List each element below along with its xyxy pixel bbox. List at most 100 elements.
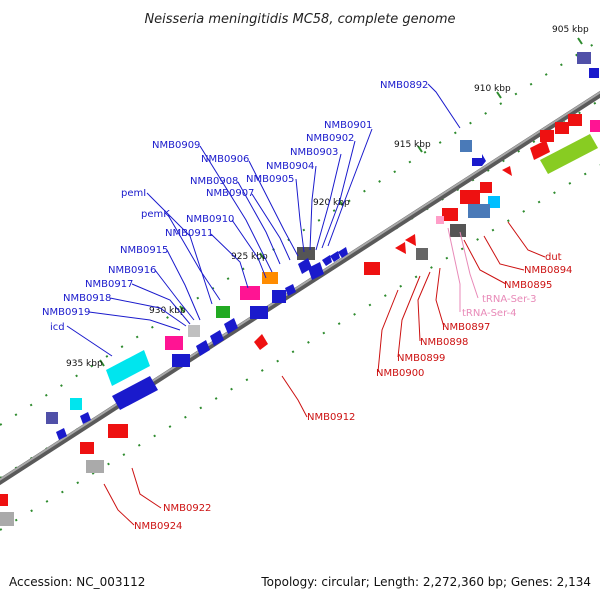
reverse-label-group: dut NMB0894 NMB0895 NMB0897 NMB0898 NMB0… — [134, 252, 572, 532]
gene-label-nmb0918: NMB0918 — [63, 293, 111, 304]
gene-label-nmb0910: NMB0910 — [186, 214, 234, 225]
gene-arrow — [196, 340, 210, 356]
gene-arrow — [308, 262, 324, 280]
gene-label-nmb0915: NMB0915 — [120, 245, 168, 256]
gene-arrow — [210, 330, 224, 346]
gene-label-nmb0902: NMB0902 — [306, 133, 354, 144]
kbp-label: 910 kbp — [474, 84, 511, 94]
gene-label-nmb0907: NMB0907 — [206, 188, 254, 199]
gene-box — [108, 424, 128, 438]
genome-backbone — [0, 90, 600, 486]
gene-arrow — [80, 412, 91, 424]
gene-arrow — [338, 247, 348, 258]
kbp-label: 925 kbp — [231, 252, 268, 262]
gene-box — [589, 68, 599, 78]
gene-label-pemk: pemK — [141, 209, 170, 220]
gene-label-nmb0894: NMB0894 — [524, 265, 572, 276]
gene-arrow — [405, 234, 416, 246]
gene-box — [0, 494, 8, 506]
gene-label-trna-ser-3: tRNA-Ser-3 — [482, 294, 537, 305]
gene-arrow — [285, 284, 296, 296]
gene-label-nmb0900: NMB0900 — [376, 368, 424, 379]
gene-arrow — [112, 376, 158, 410]
gene-arrow — [502, 166, 512, 176]
gene-box — [172, 354, 190, 367]
gene-arrow — [106, 350, 150, 386]
gene-label-nmb0898: NMB0898 — [420, 337, 468, 348]
gene-arrow — [472, 154, 486, 166]
gene-box — [590, 120, 600, 132]
map-title: Neisseria meningitidis MC58, complete ge… — [144, 12, 455, 27]
kbp-ticks — [99, 37, 583, 367]
gene-arrow — [224, 318, 238, 334]
gene-label-nmb0892: NMB0892 — [380, 80, 428, 91]
gene-box — [577, 52, 591, 64]
gene-box — [568, 114, 582, 126]
gene-box — [262, 272, 278, 284]
gene-label-nmb0911: NMB0911 — [165, 228, 213, 239]
gene-box — [272, 290, 286, 303]
gene-arrow — [254, 334, 268, 350]
gene-box — [416, 248, 428, 260]
gene-box — [480, 182, 492, 193]
gene-box — [70, 398, 82, 410]
gene-label-nmb0901: NMB0901 — [324, 120, 372, 131]
accession-text: Accession: NC_003112 — [9, 575, 145, 589]
gene-label-icd: icd — [50, 322, 65, 333]
gene-label-nmb0904: NMB0904 — [266, 161, 314, 172]
gene-box — [460, 140, 472, 152]
gene-arrow — [530, 140, 550, 160]
gene-label-nmb0899: NMB0899 — [397, 353, 445, 364]
kbp-label: 915 kbp — [394, 140, 431, 150]
gene-label-nmb0908: NMB0908 — [190, 176, 238, 187]
gene-label-nmb0917: NMB0917 — [85, 279, 133, 290]
gene-box — [250, 306, 268, 319]
gene-label-nmb0909: NMB0909 — [152, 140, 200, 151]
gene-box — [460, 190, 480, 204]
gene-box — [240, 286, 260, 300]
kbp-label: 905 kbp — [552, 25, 589, 35]
gene-arrow — [395, 242, 406, 254]
gene-box — [450, 224, 466, 237]
trna-leaders — [447, 227, 479, 312]
gene-label-nmb0906: NMB0906 — [201, 154, 249, 165]
gene-box — [297, 247, 315, 260]
gene-label-trna-ser-4: tRNA-Ser-4 — [462, 308, 517, 319]
forward-genes — [46, 52, 599, 440]
gene-label-nmb0924: NMB0924 — [134, 521, 182, 532]
gene-box — [80, 442, 94, 454]
gene-label-nmb0903: NMB0903 — [290, 147, 338, 158]
kbp-label: 930 kbp — [149, 306, 186, 316]
genome-summary-text: Topology: circular; Length: 2,272,360 bp… — [260, 575, 591, 589]
kbp-labels: 905 kbp 910 kbp 915 kbp 920 kbp 925 kbp … — [66, 25, 589, 369]
gene-label-nmb0919: NMB0919 — [42, 307, 90, 318]
gene-box — [165, 336, 183, 350]
gene-label-nmb0922: NMB0922 — [163, 503, 211, 514]
reverse-leaders — [103, 221, 546, 526]
gene-box — [468, 204, 490, 218]
gene-label-nmb0916: NMB0916 — [108, 265, 156, 276]
kbp-label: 935 kbp — [66, 359, 103, 369]
gene-label-peml: pemI — [121, 188, 146, 199]
reverse-genes — [0, 114, 600, 526]
gene-arrow — [56, 428, 67, 440]
gene-arrow — [330, 251, 340, 262]
gene-label-nmb0905: NMB0905 — [246, 174, 294, 185]
gene-box — [488, 196, 500, 208]
tick-tracks — [0, 39, 600, 531]
gene-arrow — [540, 134, 598, 174]
forward-label-group: NMB0892 NMB0901 NMB0902 NMB0903 NMB0904 … — [42, 80, 428, 333]
forward-leaders — [66, 83, 461, 357]
gene-box — [86, 460, 104, 473]
gene-label-nmb0912: NMB0912 — [307, 412, 355, 423]
gene-box — [0, 512, 14, 526]
gene-box — [216, 306, 230, 318]
trna-label-group: tRNA-Ser-3 tRNA-Ser-4 — [462, 294, 537, 319]
gene-label-nmb0895: NMB0895 — [504, 280, 552, 291]
kbp-label: 920 kbp — [313, 198, 350, 208]
gene-box — [540, 130, 554, 142]
gene-box — [46, 412, 58, 424]
gene-box — [442, 208, 458, 221]
gene-label-dut: dut — [545, 252, 562, 263]
